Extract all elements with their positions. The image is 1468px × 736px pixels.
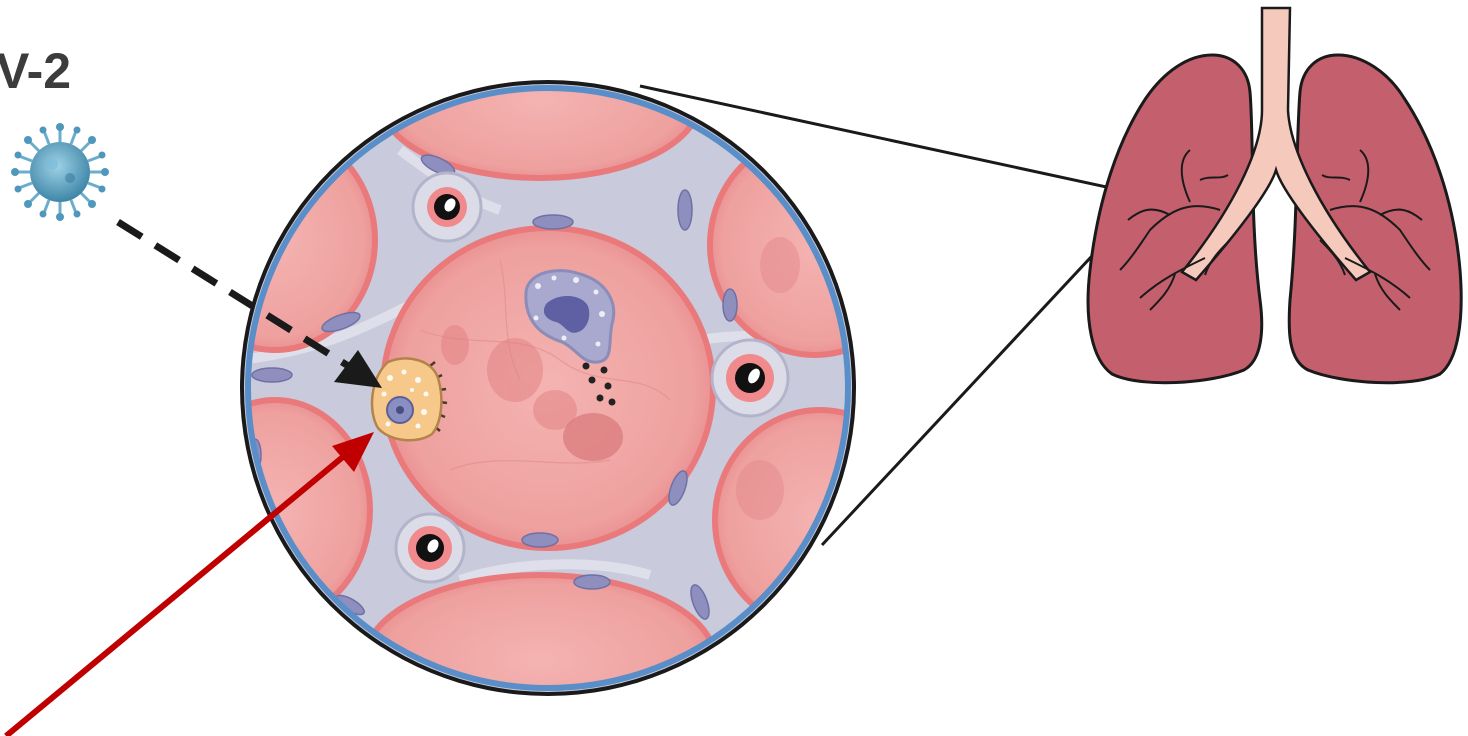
capillary [413, 173, 481, 241]
red-arrow [6, 456, 344, 736]
coronavirus-icon [11, 123, 109, 221]
lungs-icon [1088, 8, 1461, 383]
alveolar-cell-icon [372, 359, 447, 441]
virus-title: V-2 [0, 43, 71, 99]
magnified-alveoli-lens [175, 22, 925, 736]
capillary [396, 514, 464, 582]
capillary [712, 340, 788, 416]
